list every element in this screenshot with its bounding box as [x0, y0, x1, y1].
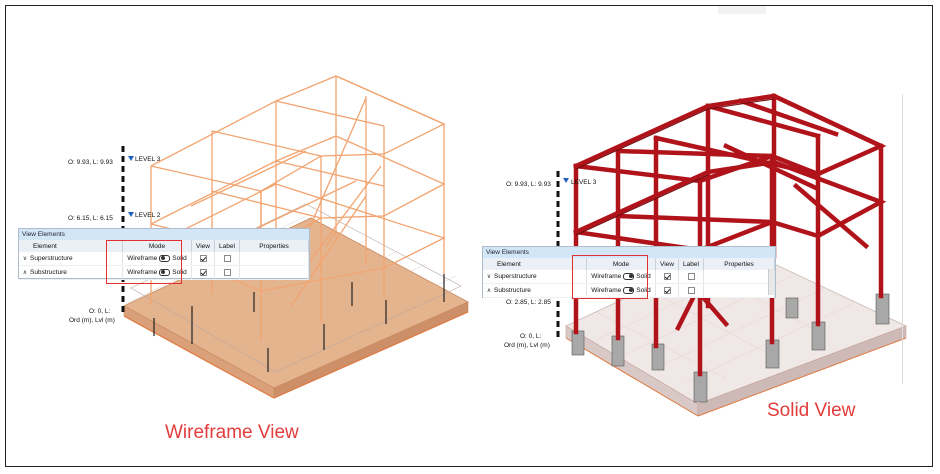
label-checkbox[interactable]: [223, 254, 231, 262]
wireframe-scene: LEVEL 3 LEVEL 2 O: 9.93, L: 9.93 O: 6.15…: [68, 75, 469, 399]
label-checkbox[interactable]: [223, 268, 231, 276]
level2-label: LEVEL 2: [135, 212, 161, 219]
table-row: ∨Superstructure Wireframe Solid: [19, 252, 309, 266]
figure-frame: LEVEL 3 LEVEL 2 O: 9.93, L: 9.93 O: 6.15…: [5, 5, 933, 467]
row-name: Substructure: [494, 287, 531, 294]
col-properties: Properties: [703, 258, 775, 270]
label-checkbox[interactable]: [687, 272, 695, 280]
table-row: ∧Substructure Wireframe Solid: [19, 265, 309, 280]
row-name: Superstructure: [494, 273, 537, 280]
scrollbar[interactable]: [768, 269, 774, 295]
right-level3-label: LEVEL 3: [571, 179, 597, 186]
view-elements-panel-right: View Elements Element Mode View Label Pr…: [482, 246, 776, 298]
sub-columns: [153, 274, 445, 372]
table-row: ∨Superstructure Wireframe Solid: [483, 270, 775, 284]
mode-highlight-left: [106, 240, 182, 284]
table-row: ∧Substructure Wireframe Solid: [483, 283, 775, 298]
mode-solid-label: Solid: [636, 273, 651, 281]
col-element: Element: [19, 240, 123, 252]
mode-toggle[interactable]: [623, 272, 635, 280]
mode-solid-label: Solid: [172, 269, 187, 277]
label-checkbox[interactable]: [687, 286, 695, 294]
view-elements-panel-left: View Elements Element Mode View Label Pr…: [18, 228, 310, 280]
view-checkbox[interactable]: [663, 272, 671, 280]
panel-title: View Elements: [483, 247, 775, 258]
col-label: Label: [678, 258, 704, 270]
mode-toggle[interactable]: [159, 254, 171, 262]
col-properties: Properties: [239, 240, 309, 252]
panel-title: View Elements: [19, 229, 309, 240]
level3-value: O: 9.93, L: 9.93: [68, 159, 113, 166]
mode-toggle[interactable]: [623, 286, 635, 294]
mode-solid-label: Solid: [636, 287, 651, 295]
chevron-up-icon[interactable]: ∧: [486, 288, 492, 294]
view-checkbox[interactable]: [199, 268, 207, 276]
level3-label: LEVEL 3: [135, 156, 161, 163]
mode-wireframe-label: Wireframe: [127, 255, 158, 263]
chevron-down-icon[interactable]: ∨: [486, 274, 492, 280]
view-checkbox[interactable]: [199, 254, 207, 262]
mode-wireframe-label: Wireframe: [591, 287, 622, 295]
level2-value: O: 6.15, L: 6.15: [68, 215, 113, 222]
chevron-down-icon[interactable]: ∨: [22, 256, 28, 262]
col-view: View: [191, 240, 215, 252]
mode-toggle[interactable]: [159, 268, 171, 276]
wireframe-caption: Wireframe View: [165, 422, 299, 443]
row-name: Superstructure: [30, 255, 73, 262]
view-checkbox[interactable]: [663, 286, 671, 294]
col-view: View: [655, 258, 679, 270]
mode-wireframe-label: Wireframe: [127, 269, 158, 277]
row-name: Substructure: [30, 269, 67, 276]
col-element: Element: [483, 258, 587, 270]
right-base-value: O: 0, L:: [520, 333, 542, 340]
mode-wireframe-label: Wireframe: [591, 273, 622, 281]
right-edge-line: [902, 94, 903, 384]
mode-solid-label: Solid: [172, 255, 187, 263]
right-base-unit: Ord (m), Lvl (m): [504, 342, 550, 349]
base-unit: Ord (m), Lvl (m): [69, 317, 115, 324]
chevron-up-icon[interactable]: ∧: [22, 270, 28, 276]
solid-scene: LEVEL 3 O: 9.93, L: 9.93 O: 2.85, L: 2.8…: [504, 6, 908, 417]
solid-caption: Solid View: [767, 400, 856, 421]
right-mid-value: O: 2.85, L: 2.85: [506, 299, 551, 306]
base-value: O: 0, L:: [89, 308, 111, 315]
mode-highlight-right: [572, 255, 648, 299]
col-mode: Mode: [122, 240, 192, 252]
col-label: Label: [214, 240, 240, 252]
right-level3-value: O: 9.93, L: 9.93: [506, 181, 551, 188]
col-mode: Mode: [586, 258, 656, 270]
